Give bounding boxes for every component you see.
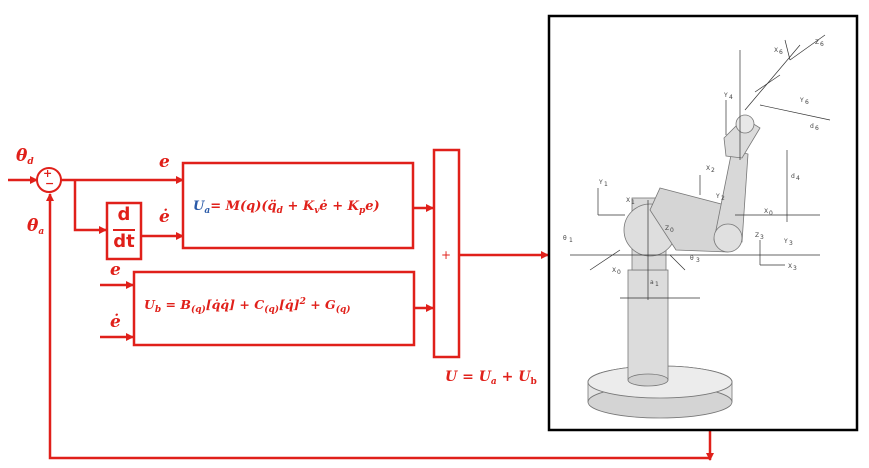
- theta-a-label: θa: [27, 216, 45, 237]
- svg-text:a: a: [650, 279, 654, 286]
- feedback-line: [46, 193, 710, 460]
- u-total-equation: U = Ua + Ub: [445, 369, 537, 387]
- sum-minus-sign: −: [45, 177, 55, 190]
- svg-text:1: 1: [569, 237, 573, 244]
- svg-text:1: 1: [655, 281, 659, 288]
- svg-text:0: 0: [617, 269, 621, 276]
- sum-plus-sign: +: [43, 167, 53, 180]
- svg-text:d: d: [791, 173, 795, 180]
- svg-text:θ: θ: [690, 255, 694, 262]
- ua-block: [181, 161, 415, 250]
- svg-text:d: d: [810, 123, 814, 130]
- svg-text:2: 2: [711, 167, 715, 174]
- svg-text:0: 0: [769, 210, 773, 217]
- big-sum-sign: +: [441, 248, 452, 262]
- svg-text:X: X: [626, 197, 630, 204]
- edot-left-label: ė: [110, 312, 121, 332]
- svg-text:3: 3: [696, 257, 700, 264]
- svg-text:Z: Z: [665, 225, 669, 232]
- svg-text:Z: Z: [815, 39, 819, 46]
- svg-text:X: X: [764, 208, 768, 215]
- derivative-operator: d dt: [113, 204, 135, 252]
- svg-text:3: 3: [793, 265, 797, 272]
- derivative-branch: [73, 180, 107, 234]
- edot-top-label: ė: [159, 207, 170, 227]
- svg-text:2: 2: [721, 195, 725, 202]
- theta-d-label: θd: [16, 146, 34, 167]
- svg-text:Y: Y: [598, 179, 603, 186]
- svg-text:Y: Y: [783, 238, 788, 245]
- svg-text:θ: θ: [563, 235, 567, 242]
- svg-text:X: X: [706, 165, 710, 172]
- svg-text:3: 3: [760, 234, 764, 241]
- svg-text:Y: Y: [799, 97, 804, 104]
- svg-text:4: 4: [729, 94, 733, 101]
- svg-text:4: 4: [796, 175, 800, 182]
- e-top-label: e: [159, 152, 170, 172]
- svg-text:6: 6: [820, 41, 824, 48]
- e-left-label: e: [110, 260, 121, 280]
- svg-text:3: 3: [789, 240, 793, 247]
- svg-text:X: X: [612, 267, 616, 274]
- svg-text:1: 1: [604, 181, 608, 188]
- svg-text:Y: Y: [723, 92, 728, 99]
- ua-equation: Ua= M(q)(q̈d + Kvė + Kpe): [193, 199, 380, 216]
- svg-text:Y: Y: [715, 193, 720, 200]
- svg-text:1: 1: [631, 199, 635, 206]
- ub-block: [132, 270, 416, 347]
- sum-block: [432, 148, 461, 359]
- svg-text:6: 6: [779, 49, 783, 56]
- ub-equation: Ub = B(q)[q̇q̇] + C(q)[q̇]2 + G(q): [144, 297, 351, 315]
- svg-text:6: 6: [805, 99, 809, 106]
- svg-text:0: 0: [670, 227, 674, 234]
- svg-text:6: 6: [815, 125, 819, 132]
- svg-text:Z: Z: [755, 232, 759, 239]
- svg-text:X: X: [774, 47, 778, 54]
- svg-text:X: X: [788, 263, 792, 270]
- derivative-block: [105, 201, 143, 261]
